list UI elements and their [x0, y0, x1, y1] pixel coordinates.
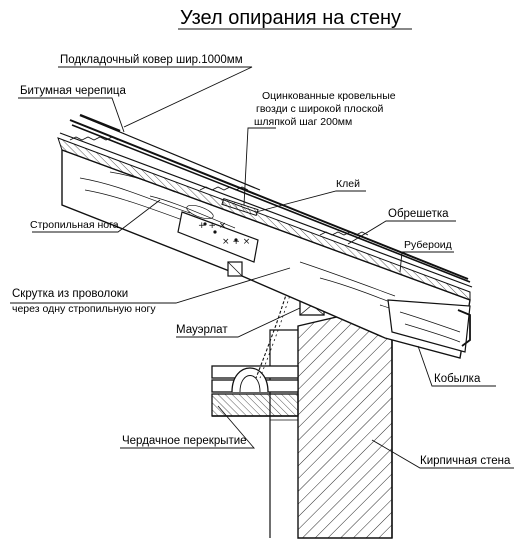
- label-batten: Обрешетка: [388, 208, 449, 220]
- drip-edge: [457, 309, 471, 347]
- bitumen-shingles: [69, 113, 469, 280]
- label-ruberoid: Рубероид: [404, 239, 452, 251]
- attic-floor-slab: [211, 365, 299, 417]
- label-attic-floor: Чердачное перекрытие: [122, 435, 247, 447]
- svg-text:+ + ×: + + ×: [198, 221, 226, 231]
- drawing-title: Узел опирания на стену: [180, 7, 401, 29]
- brick-wall: [297, 304, 401, 539]
- label-rafter: Стропильная нога: [30, 219, 119, 231]
- label-glue: Клей: [336, 178, 360, 190]
- fastener-plate: + + × × + ×: [177, 211, 259, 263]
- label-nails-2: гвозди с широкой плоской: [256, 103, 384, 115]
- label-brick-wall: Кирпичная стена: [420, 455, 511, 467]
- sheathing-layer: [57, 137, 471, 301]
- label-wire-2: через одну стропильную ногу: [12, 303, 156, 315]
- leader-lines: [10, 66, 514, 469]
- svg-text:× + ×: × + ×: [222, 237, 250, 247]
- lower-plate: [227, 261, 243, 277]
- wall-inner-face: [269, 329, 298, 538]
- label-nails-1: Оцинкованные кровельные: [262, 90, 396, 102]
- label-wire-1: Скрутка из проволоки: [12, 288, 128, 300]
- label-nails-3: шляпкой шаг 200мм: [254, 116, 352, 128]
- label-mauerlat: Мауэрлат: [176, 324, 228, 336]
- label-underlay: Подкладочный ковер шир.1000мм: [60, 54, 243, 66]
- label-kobylka: Кобылка: [434, 373, 481, 385]
- kobylka: [387, 299, 471, 353]
- label-shingles: Битумная черепица: [20, 85, 126, 97]
